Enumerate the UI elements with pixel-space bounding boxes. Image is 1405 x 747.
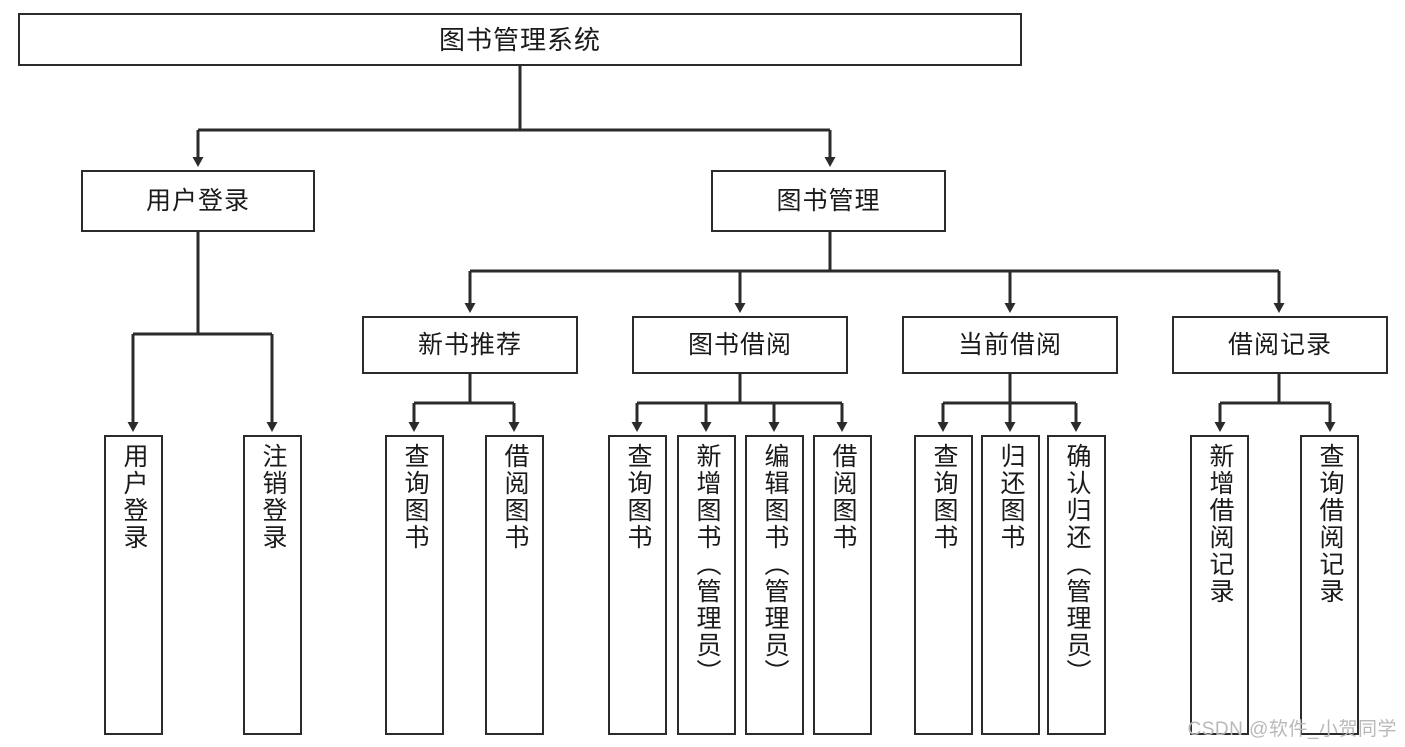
node-label: 图书借阅 xyxy=(687,330,792,359)
node-label: 确认归还（管理员） xyxy=(1063,443,1091,686)
node-book-management[interactable]: 图书管理 xyxy=(711,170,946,232)
node-label: 新增借阅记录 xyxy=(1206,443,1234,605)
node-label: 新增图书（管理员） xyxy=(693,443,721,686)
node-label: 注销登录 xyxy=(259,443,287,551)
node-new-book-recommend[interactable]: 新书推荐 xyxy=(362,316,578,374)
node-label: 编辑图书（管理员） xyxy=(761,443,789,686)
leaf-query-book[interactable]: 查询图书 xyxy=(608,435,667,735)
node-label: 借阅图书 xyxy=(829,443,857,551)
leaf-return-book[interactable]: 归还图书 xyxy=(981,435,1040,735)
leaf-user-login[interactable]: 用户登录 xyxy=(104,435,163,735)
leaf-query-book-current[interactable]: 查询图书 xyxy=(914,435,973,735)
node-label: 查询图书 xyxy=(930,443,958,551)
node-label: 用户登录 xyxy=(120,443,148,551)
node-label: 借阅记录 xyxy=(1227,330,1332,359)
leaf-query-borrow-record[interactable]: 查询借阅记录 xyxy=(1300,435,1359,735)
leaf-add-book-admin[interactable]: 新增图书（管理员） xyxy=(677,435,736,735)
node-label: 新书推荐 xyxy=(417,330,522,359)
node-label: 查询图书 xyxy=(401,443,429,551)
node-user-login[interactable]: 用户登录 xyxy=(81,170,315,232)
leaf-query-book-recommend[interactable]: 查询图书 xyxy=(385,435,444,735)
node-label: 查询图书 xyxy=(624,443,652,551)
node-book-borrow[interactable]: 图书借阅 xyxy=(632,316,848,374)
node-label: 图书管理 xyxy=(776,186,881,215)
leaf-borrow-book[interactable]: 借阅图书 xyxy=(813,435,872,735)
node-label: 用户登录 xyxy=(145,186,250,215)
csdn-watermark: CSDN @软件_小贺同学 xyxy=(1187,719,1397,740)
leaf-confirm-return-admin[interactable]: 确认归还（管理员） xyxy=(1047,435,1106,735)
node-label: 查询借阅记录 xyxy=(1316,443,1344,605)
node-borrow-record[interactable]: 借阅记录 xyxy=(1172,316,1388,374)
node-current-borrow[interactable]: 当前借阅 xyxy=(902,316,1118,374)
node-root-system[interactable]: 图书管理系统 xyxy=(18,13,1022,66)
node-label: 当前借阅 xyxy=(957,330,1062,359)
node-label: 借阅图书 xyxy=(501,443,529,551)
node-label: 图书管理系统 xyxy=(438,24,601,55)
node-label: 归还图书 xyxy=(997,443,1025,551)
leaf-borrow-book-recommend[interactable]: 借阅图书 xyxy=(485,435,544,735)
leaf-logout[interactable]: 注销登录 xyxy=(243,435,302,735)
leaf-add-borrow-record[interactable]: 新增借阅记录 xyxy=(1190,435,1249,735)
leaf-edit-book-admin[interactable]: 编辑图书（管理员） xyxy=(745,435,804,735)
